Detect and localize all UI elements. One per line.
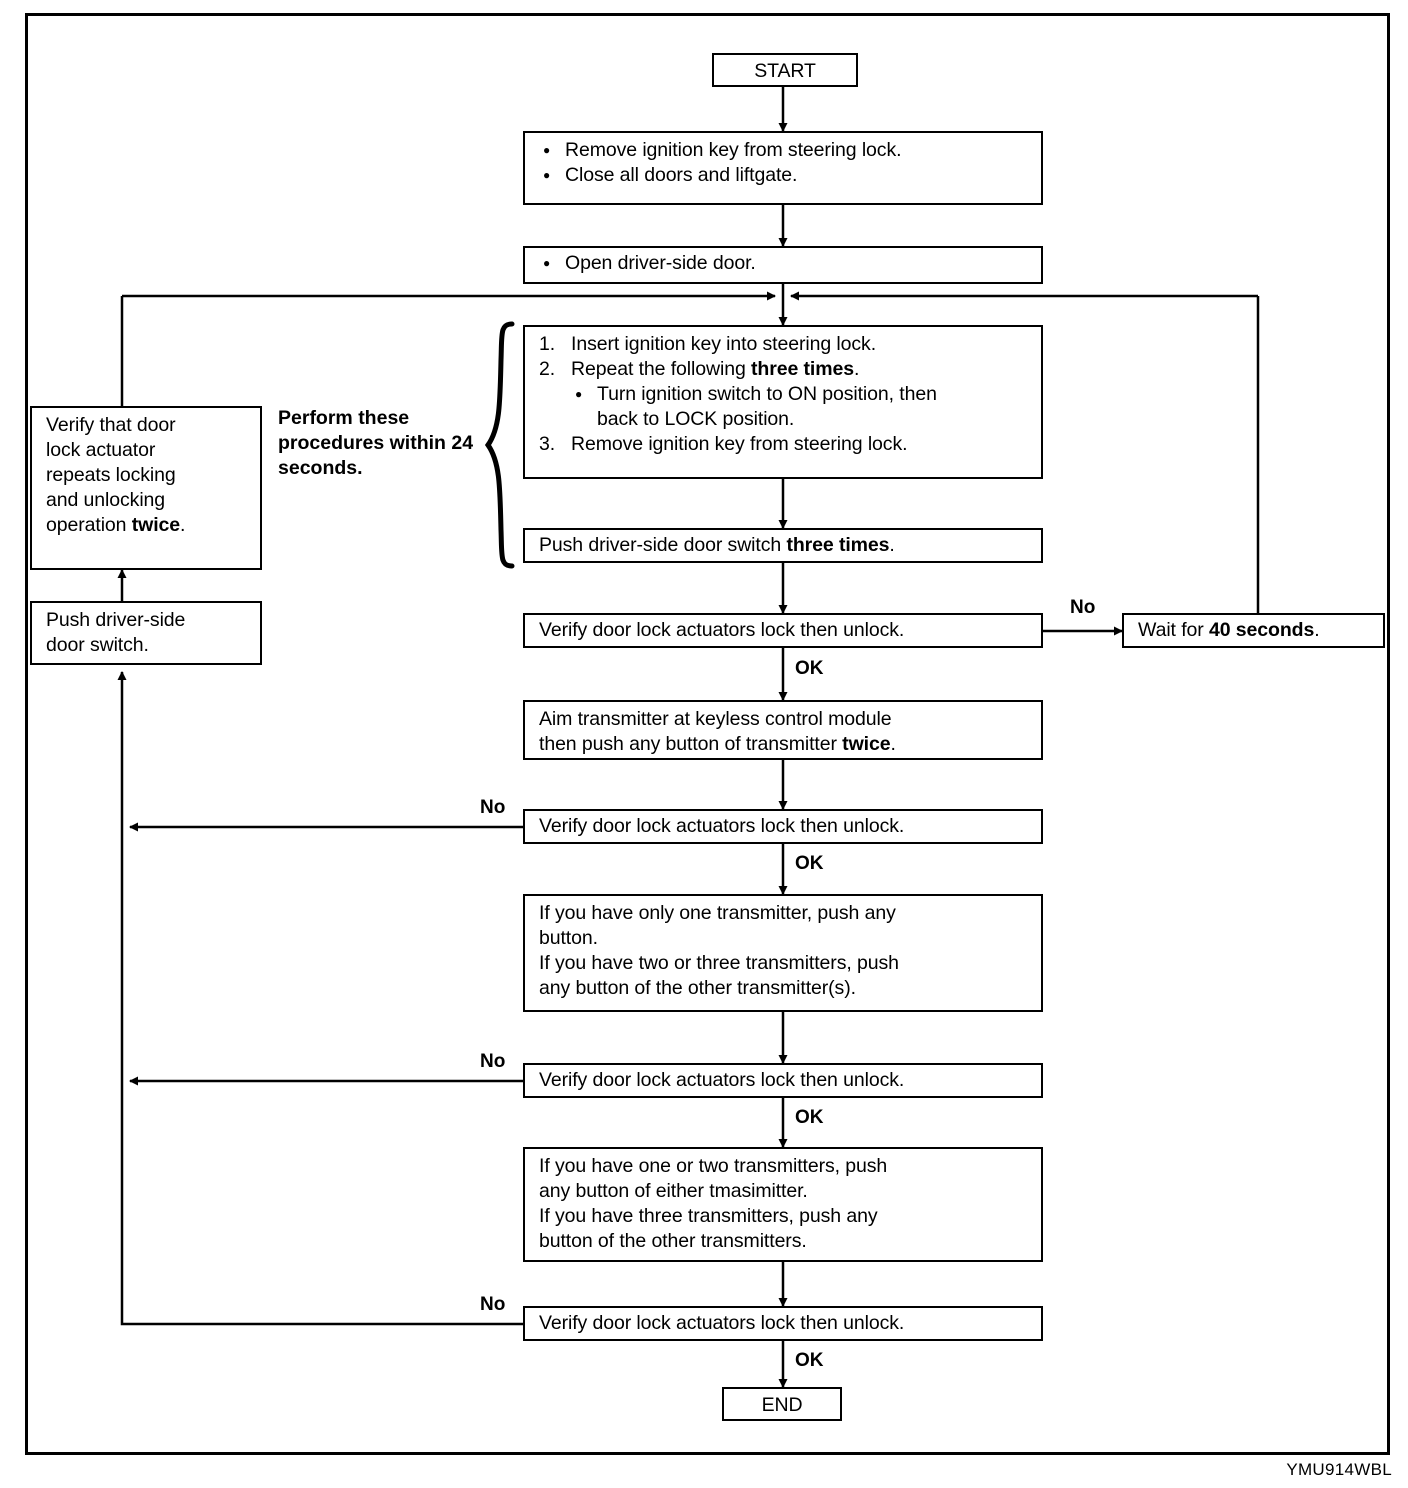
step-number-2: 2. [539,358,556,380]
node-push-switch-three-times-text: Push driver-side door switch three times… [525,530,1041,563]
node-verify-3-text: Verify door lock actuators lock then unl… [539,1069,905,1091]
transmitter-a-line-3: If you have two or three transmitters, p… [539,952,899,974]
aim-line-2-post: . [890,733,896,755]
wait40-bold: 40 seconds [1208,619,1315,641]
node-verify-3: Verify door lock actuators lock then unl… [523,1063,1043,1098]
node-key-cycle-step-3-text: Remove ignition key from steering lock. [571,433,908,455]
timing-brace [484,321,515,569]
transmitter-a-line-1: If you have only one transmitter, push a… [539,902,896,924]
node-verify-1-text: Verify door lock actuators lock then unl… [539,619,905,641]
node-end-label: END [761,1394,803,1416]
node-key-cycle-step-2-bold: three times [751,358,854,380]
node-key-cycle-list: 1. Insert ignition key into steering loc… [525,327,1041,462]
node-verify-1: Verify door lock actuators lock then unl… [523,613,1043,648]
push-door-switch-line-1: Push driver-side [46,609,186,631]
aim-line-1: Aim transmitter at keyless control modul… [539,708,892,730]
node-key-cycle-step-2: 2. Repeat the following three times. Tur… [539,357,1031,432]
node-wait-40-seconds: Wait for 40 seconds. [1122,613,1385,648]
aim-line-2-bold: twice [842,733,891,755]
node-prep: Remove ignition key from steering lock. … [523,131,1043,205]
edge-label-no-2: No [480,797,506,818]
node-transmitter-a: If you have only one transmitter, push a… [523,894,1043,1012]
node-verify-4-text: Verify door lock actuators lock then unl… [539,1312,905,1334]
push-switch-post: . [889,534,895,556]
node-verify-2-text: Verify door lock actuators lock then unl… [539,815,905,837]
edge-label-no-4: No [480,1294,506,1315]
node-key-cycle-substep-line2: back to LOCK position. [597,408,795,430]
step-number-1: 1. [539,333,556,355]
push-switch-bold: three times [786,534,890,556]
node-key-cycle-step-1-text: Insert ignition key into steering lock. [571,333,877,355]
node-aim-transmitter: Aim transmitter at keyless control modul… [523,700,1043,760]
transmitter-a-line-4: any button of the other transmitter(s). [539,977,856,999]
transmitter-b-line-4: button of the other transmitters. [539,1230,807,1252]
edge-label-ok-1: OK [795,658,824,679]
edge-label-ok-3: OK [795,1107,824,1128]
edge-label-no-3: No [480,1051,506,1072]
wait40-pre: Wait for [1138,619,1209,641]
push-door-switch-line-2: door switch. [46,634,149,656]
node-key-cycle-step-1: 1. Insert ignition key into steering loc… [539,332,1031,357]
node-transmitter-a-text: If you have only one transmitter, push a… [525,896,1041,1006]
transmitter-b-line-1: If you have one or two transmitters, pus… [539,1155,888,1177]
push-switch-pre: Push driver-side door switch [539,534,787,556]
node-key-cycle: 1. Insert ignition key into steering loc… [523,325,1043,479]
node-end: END [722,1387,842,1421]
verify-actuator-line-5-pre: operation [46,514,132,536]
node-verify-4: Verify door lock actuators lock then unl… [523,1306,1043,1341]
edge-label-no-1: No [1070,597,1096,618]
verify-actuator-line-5-post: . [180,514,186,536]
step-number-3: 3. [539,433,556,455]
figure-code: YMU914WBL [1286,1460,1392,1479]
node-key-cycle-substep: Turn ignition switch to ON position, the… [571,382,1031,432]
node-transmitter-b-text: If you have one or two transmitters, pus… [525,1149,1041,1259]
verify-actuator-line-1: Verify that door [46,414,176,436]
node-aim-transmitter-text: Aim transmitter at keyless control modul… [525,702,1041,762]
node-key-cycle-substep-line1: Turn ignition switch to ON position, the… [597,383,937,405]
node-open-door-list: Open driver-side door. [525,248,1041,281]
node-prep-bullet-2: Close all doors and liftgate. [539,163,1031,188]
edge-label-ok-2: OK [795,853,824,874]
aim-line-2-pre: then push any button of transmitter [539,733,843,755]
node-push-door-switch: Push driver-side door switch. [30,601,262,665]
node-key-cycle-step-3: 3. Remove ignition key from steering loc… [539,432,1031,457]
timing-note-text: Perform these procedures within 24 secon… [278,407,474,479]
transmitter-b-line-2: any button of either tmasimitter. [539,1180,808,1202]
transmitter-a-line-2: button. [539,927,598,949]
verify-actuator-line-2: lock actuator [46,439,156,461]
node-key-cycle-step-2-post: . [853,358,860,380]
transmitter-b-line-3: If you have three transmitters, push any [539,1205,878,1227]
wait40-post: . [1314,619,1320,641]
node-verify-actuator-twice-text: Verify that door lock actuator repeats l… [32,408,260,543]
node-open-door: Open driver-side door. [523,246,1043,284]
verify-actuator-line-3: repeats locking [46,464,176,486]
node-push-switch-three-times: Push driver-side door switch three times… [523,528,1043,563]
edge-label-ok-4: OK [795,1350,824,1371]
node-key-cycle-step-2-pre: Repeat the following [571,358,752,380]
timing-note: Perform these procedures within 24 secon… [278,406,483,481]
node-verify-2: Verify door lock actuators lock then unl… [523,809,1043,844]
node-start: START [712,53,858,87]
node-open-door-bullet-1: Open driver-side door. [539,251,1031,276]
node-wait-40-seconds-text: Wait for 40 seconds. [1124,615,1383,648]
node-start-label: START [754,60,816,82]
node-prep-list: Remove ignition key from steering lock. … [525,133,1041,193]
node-transmitter-b: If you have one or two transmitters, pus… [523,1147,1043,1262]
verify-actuator-line-5-bold: twice [131,514,181,536]
node-prep-bullet-1: Remove ignition key from steering lock. [539,138,1031,163]
verify-actuator-line-4: and unlocking [46,489,166,511]
node-verify-actuator-twice: Verify that door lock actuator repeats l… [30,406,262,570]
node-push-door-switch-text: Push driver-side door switch. [32,603,260,663]
page-border [25,13,1390,1455]
